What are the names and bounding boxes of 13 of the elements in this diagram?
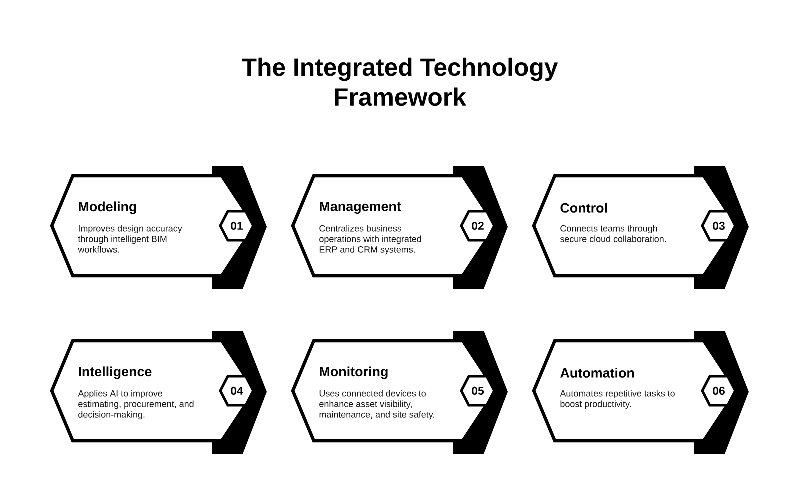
card-heading: Management — [320, 202, 402, 214]
card-heading: Monitoring — [320, 366, 388, 380]
card-heading: Control — [560, 203, 608, 213]
card-description: Connects teams through secure cloud collaboration. — [560, 225, 666, 242]
title: The Integrated Technology Framework — [242, 58, 558, 106]
card-description: Automates repetitive tasks to boost productivity. — [560, 390, 675, 410]
card-heading: Modeling — [79, 202, 136, 214]
card-description: Uses connected devices to enhance asset visibility, maintenance, and site safety. — [320, 390, 434, 420]
card-description: Centralizes business operations with integrated ERP and CRM systems. — [320, 225, 422, 255]
card-heading: Intelligence — [79, 366, 152, 380]
card-description: Improves design accuracy through intelligent BIM workflows. — [78, 225, 182, 253]
card-description: Applies AI to improve estimating, procurement, and decision-making. — [78, 390, 194, 420]
card-heading: Automation — [560, 368, 634, 378]
